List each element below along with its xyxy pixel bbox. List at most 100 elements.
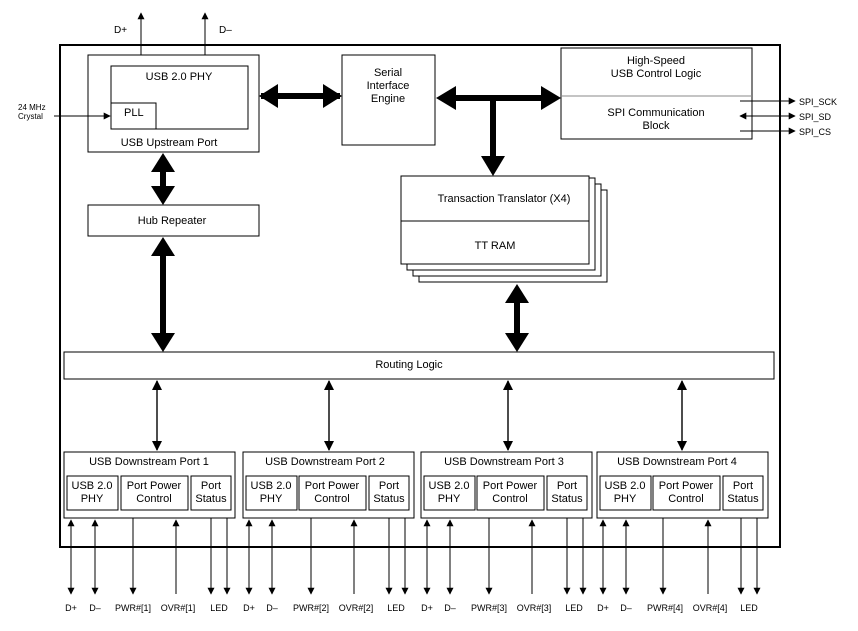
port-phy-block (245, 475, 298, 511)
pin-dm-label: D– (266, 603, 278, 613)
pin-led-label: LED (565, 603, 583, 613)
pin-ovr-label: OVR#[2] (339, 603, 374, 613)
port-status-label-1: Port (201, 480, 221, 492)
port-status-label-2: Status (373, 493, 405, 505)
hs-label-line2: USB Control Logic (611, 68, 702, 80)
port-status-label-2: Status (551, 493, 583, 505)
phy-sie-bus-head-left (259, 84, 278, 108)
hub-repeater-label: Hub Repeater (138, 215, 207, 227)
repeater-routing-head-down (151, 333, 175, 352)
port-status-block (190, 475, 232, 511)
port-power-label-2: Control (492, 493, 527, 505)
downstream-port-3: USB Downstream Port 3 USB 2.0 PHY Port P… (420, 451, 593, 613)
upstream-port-label: USB Upstream Port (121, 137, 218, 149)
pin-dm-label: D– (620, 603, 632, 613)
port-title: USB Downstream Port 2 (265, 456, 385, 468)
port-power-control-block (476, 475, 545, 511)
port-title: USB Downstream Port 4 (617, 456, 737, 468)
port-phy-block (599, 475, 652, 511)
pin-dp-label: D+ (243, 603, 255, 613)
pin-ovr-label: OVR#[4] (693, 603, 728, 613)
pin-pwr-label: PWR#[1] (115, 603, 151, 613)
port-power-label-1: Port Power (483, 480, 538, 492)
spi-cs-label: SPI_CS (799, 127, 831, 137)
tt-label: Transaction Translator (X4) (438, 193, 571, 205)
chip-boundary (59, 44, 781, 548)
port-phy-label-2: PHY (614, 493, 637, 505)
port-title: USB Downstream Port 1 (89, 456, 209, 468)
port-phy-label-1: USB 2.0 (429, 480, 470, 492)
port-phy-label-2: PHY (81, 493, 104, 505)
tt-routing-head-up (505, 284, 529, 303)
port-status-label-2: Status (727, 493, 759, 505)
port-phy-block (423, 475, 476, 511)
downstream-port-2: USB Downstream Port 2 USB 2.0 PHY Port P… (242, 451, 415, 613)
port-phy-block (66, 475, 119, 511)
spi-label-line1: SPI Communication (607, 107, 704, 119)
spi-sck-label: SPI_SCK (799, 97, 837, 107)
sie-block (341, 54, 436, 146)
port-status-label-1: Port (733, 480, 753, 492)
sie-hs-bus-head-left (436, 86, 456, 110)
upstream-repeater-head-up (151, 153, 175, 172)
port-power-label-2: Control (314, 493, 349, 505)
downstream-port-1: USB Downstream Port 1 USB 2.0 PHY Port P… (63, 451, 236, 613)
top-dp-label: D+ (114, 25, 127, 36)
pin-pwr-label: PWR#[4] (647, 603, 683, 613)
bus-to-tt-head (481, 156, 505, 176)
pin-dp-label: D+ (65, 603, 77, 613)
port-phy-label-1: USB 2.0 (605, 480, 646, 492)
top-dm-label: D– (219, 25, 232, 36)
port-power-control-block (120, 475, 189, 511)
port-phy-label-2: PHY (438, 493, 461, 505)
routing-logic-label: Routing Logic (375, 359, 443, 371)
port-power-label-1: Port Power (659, 480, 714, 492)
port-phy-label-1: USB 2.0 (251, 480, 292, 492)
port-power-label-1: Port Power (127, 480, 182, 492)
port-power-control-block (298, 475, 367, 511)
transaction-translator-block (400, 175, 590, 265)
sie-label-line1: Serial (374, 67, 402, 79)
sie-label-line2: Interface (367, 80, 410, 92)
spi-label-line2: Block (643, 120, 670, 132)
phy-sie-bus-head-right (323, 84, 342, 108)
sie-hs-bus-head-right (541, 86, 561, 110)
pin-pwr-label: PWR#[3] (471, 603, 507, 613)
repeater-routing-head-up (151, 237, 175, 256)
routing-logic-block (63, 351, 775, 380)
pin-dp-label: D+ (421, 603, 433, 613)
hs-label-line1: High-Speed (627, 55, 685, 67)
port-status-block (722, 475, 764, 511)
tt-routing-head-down (505, 333, 529, 352)
pin-dm-label: D– (444, 603, 456, 613)
pll-label: PLL (124, 107, 144, 119)
port-power-control-block (652, 475, 721, 511)
hub-repeater-block (87, 204, 260, 237)
pin-led-label: LED (387, 603, 405, 613)
crystal-label-line1: 24 MHz (18, 103, 46, 112)
sie-label-line3: Engine (371, 93, 405, 105)
port-status-label-1: Port (379, 480, 399, 492)
port-status-label-2: Status (195, 493, 227, 505)
port-status-block (546, 475, 588, 511)
pin-pwr-label: PWR#[2] (293, 603, 329, 613)
port-power-label-2: Control (136, 493, 171, 505)
port-title: USB Downstream Port 3 (444, 456, 564, 468)
port-phy-label-2: PHY (260, 493, 283, 505)
downstream-port-4: USB Downstream Port 4 USB 2.0 PHY Port P… (596, 451, 769, 613)
spi-sd-label: SPI_SD (799, 112, 832, 122)
port-status-block (368, 475, 410, 511)
pin-dp-label: D+ (597, 603, 609, 613)
pin-dm-label: D– (89, 603, 101, 613)
pin-led-label: LED (210, 603, 228, 613)
pll-block (110, 102, 157, 130)
pin-ovr-label: OVR#[1] (161, 603, 196, 613)
port-power-label-1: Port Power (305, 480, 360, 492)
hs-control-block (560, 47, 753, 140)
usb-phy-label: USB 2.0 PHY (146, 71, 213, 83)
pin-ovr-label: OVR#[3] (517, 603, 552, 613)
port-phy-label-1: USB 2.0 (72, 480, 113, 492)
tt-ram-label: TT RAM (475, 240, 516, 252)
pin-led-label: LED (740, 603, 758, 613)
